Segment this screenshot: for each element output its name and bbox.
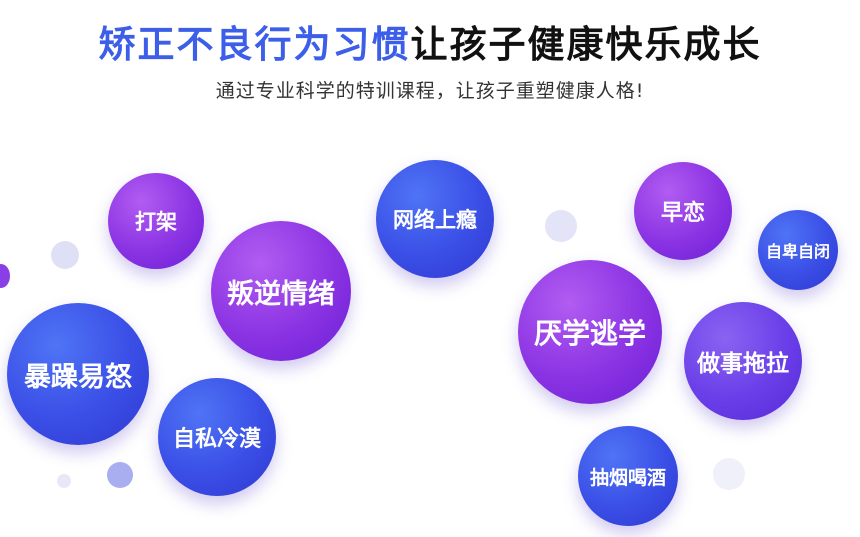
bubble-selfish-cold: 自私冷漠 <box>158 378 276 496</box>
bubble-rebellious: 叛逆情绪 <box>211 221 351 361</box>
title-rest: 让孩子健康快乐成长 <box>410 23 762 66</box>
decor-dot <box>0 264 10 288</box>
bubble-fighting: 打架 <box>108 173 204 269</box>
title-highlight: 矫正不良行为习惯 <box>98 23 411 66</box>
bubble-school-aversion: 厌学逃学 <box>518 260 662 404</box>
decor-dot <box>107 462 133 488</box>
bubble-irritable: 暴躁易怒 <box>7 303 149 445</box>
decor-dot <box>545 210 577 242</box>
decor-dot <box>51 241 79 269</box>
page-title: 矫正不良行为习惯让孩子健康快乐成长 <box>0 14 860 68</box>
bubble-smoking-drinking: 抽烟喝酒 <box>578 426 678 526</box>
bubble-low-self-esteem: 自卑自闭 <box>758 210 838 290</box>
bubble-procrastination: 做事拖拉 <box>684 302 802 420</box>
decor-dot <box>57 474 71 488</box>
page-subtitle: 通过专业科学的特训课程，让孩子重塑健康人格! <box>215 80 645 102</box>
bubble-puppy-love: 早恋 <box>634 162 732 260</box>
bubble-internet-addiction: 网络上瘾 <box>376 160 494 278</box>
decor-dot <box>713 458 745 490</box>
